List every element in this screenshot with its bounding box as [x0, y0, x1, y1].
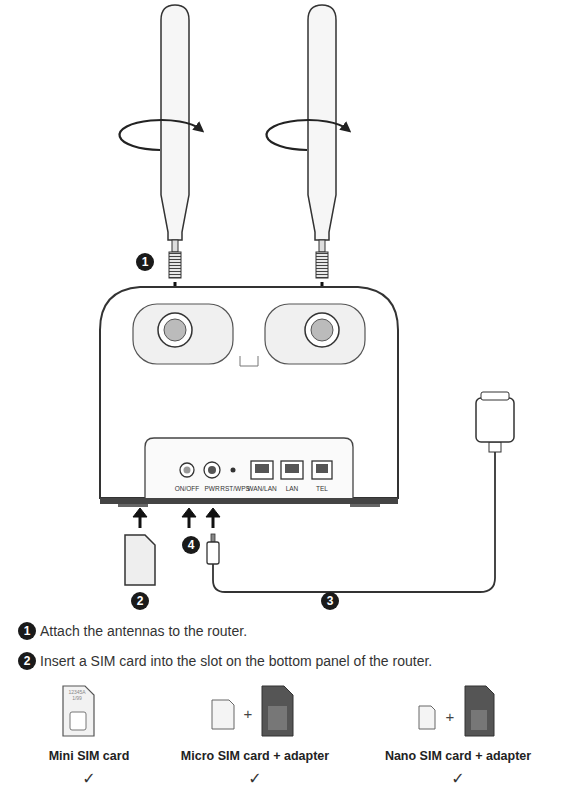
- plus-sign: +: [244, 705, 253, 722]
- check-mark: ✓: [82, 770, 95, 788]
- check-mark: ✓: [451, 770, 464, 788]
- callout-number: 1: [136, 253, 154, 271]
- callout-number: 2: [131, 592, 149, 610]
- port-label: ON/OFF: [175, 485, 200, 492]
- callout-number: 1: [18, 622, 36, 640]
- callout-number: 4: [182, 536, 200, 554]
- sim-type-name: Nano SIM card + adapter: [385, 749, 531, 763]
- power-adapter: [207, 392, 514, 592]
- sim-types: [63, 686, 494, 736]
- port-label: PWR: [204, 485, 219, 492]
- insert-arrow: [133, 508, 220, 528]
- port-label: WAN/LAN: [247, 485, 276, 492]
- card-print: 12345A: [68, 690, 85, 696]
- instruction-text: Attach the antennas to the router.: [40, 623, 247, 639]
- sim-type-name: Micro SIM card + adapter: [181, 749, 329, 763]
- antenna: [267, 5, 347, 278]
- port-label: RST/WPS: [220, 485, 250, 492]
- card-print: 1/99: [72, 696, 82, 702]
- router-body: [100, 287, 398, 507]
- sim-type-name: Mini SIM card: [49, 749, 130, 763]
- port-label: TEL: [316, 485, 328, 492]
- sim-card: [125, 535, 155, 585]
- check-mark: ✓: [248, 770, 261, 788]
- instruction-text: Insert a SIM card into the slot on the b…: [40, 653, 432, 669]
- plus-sign: +: [446, 708, 455, 725]
- antenna: [120, 5, 200, 278]
- port-label: LAN: [286, 485, 299, 492]
- callout-number: 3: [321, 592, 339, 610]
- callout-number: 2: [18, 652, 36, 670]
